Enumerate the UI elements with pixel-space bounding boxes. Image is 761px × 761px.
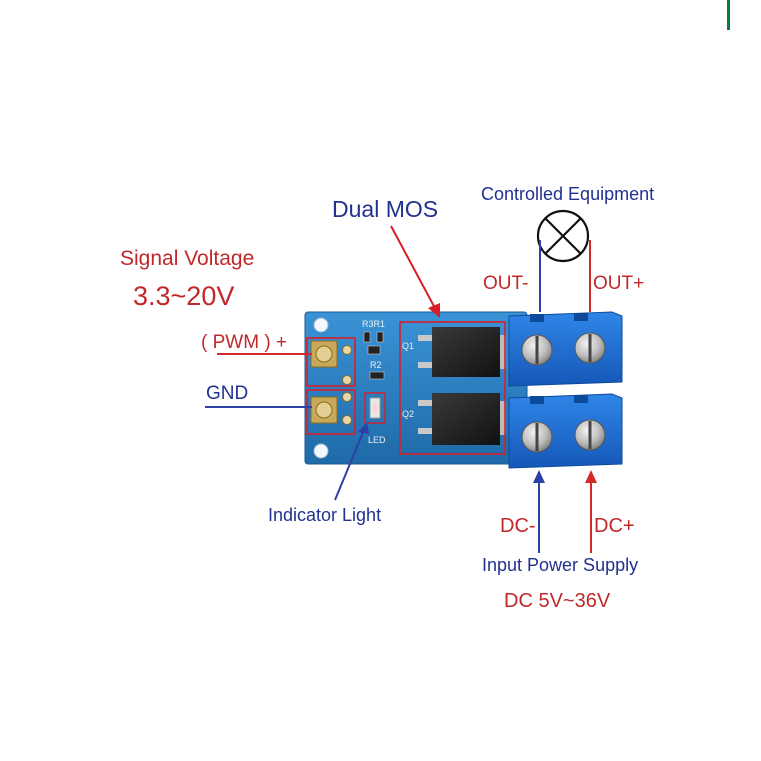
mosfet-q1 [418, 327, 506, 377]
pcb-silk-q1: Q1 [402, 341, 415, 351]
pcb-silk-r3r1: R3R1 [362, 319, 386, 329]
led-lens [373, 403, 377, 413]
lamp-icon [536, 209, 590, 263]
dc-range-label: DC 5V~36V [504, 590, 611, 612]
signal-header-pins [310, 340, 352, 425]
output-terminal-block [508, 311, 623, 387]
mounting-hole [313, 317, 329, 333]
mosfet-q2 [418, 393, 506, 445]
dual-mos-label: Dual MOS [332, 196, 439, 222]
input-power-supply-label: Input Power Supply [482, 555, 639, 575]
pwm-label: ( PWM ) + [201, 332, 288, 353]
controlled-equipment-label: Controlled Equipment [481, 184, 655, 204]
mounting-hole [313, 443, 329, 459]
indicator-arrow [334, 422, 369, 501]
dc-plus-arrow [585, 470, 597, 553]
dc-minus-label: DC- [500, 515, 536, 537]
gnd-label: GND [206, 383, 249, 404]
corner-accent-bar [727, 0, 730, 30]
pcb-silk-q2: Q2 [402, 409, 415, 419]
led-highlight [364, 392, 386, 424]
input-terminal-block [508, 393, 623, 469]
dc-minus-arrow [533, 470, 545, 553]
dual-mos-highlight [399, 321, 506, 455]
signal-range-label: 3.3~20V [133, 281, 235, 311]
out-plus-label: OUT+ [593, 273, 645, 294]
out-minus-label: OUT- [483, 273, 529, 294]
gnd-pin-highlight [306, 389, 356, 435]
signal-voltage-label: Signal Voltage [120, 247, 255, 270]
smd-resistors [363, 331, 385, 380]
pcb-silk-led: LED [368, 435, 386, 445]
dual-mos-arrow [390, 225, 440, 318]
pcb-silk-r2: R2 [370, 360, 382, 370]
pwm-pin-highlight [306, 337, 356, 387]
indicator-light-label: Indicator Light [268, 505, 382, 525]
dc-plus-label: DC+ [594, 515, 635, 537]
